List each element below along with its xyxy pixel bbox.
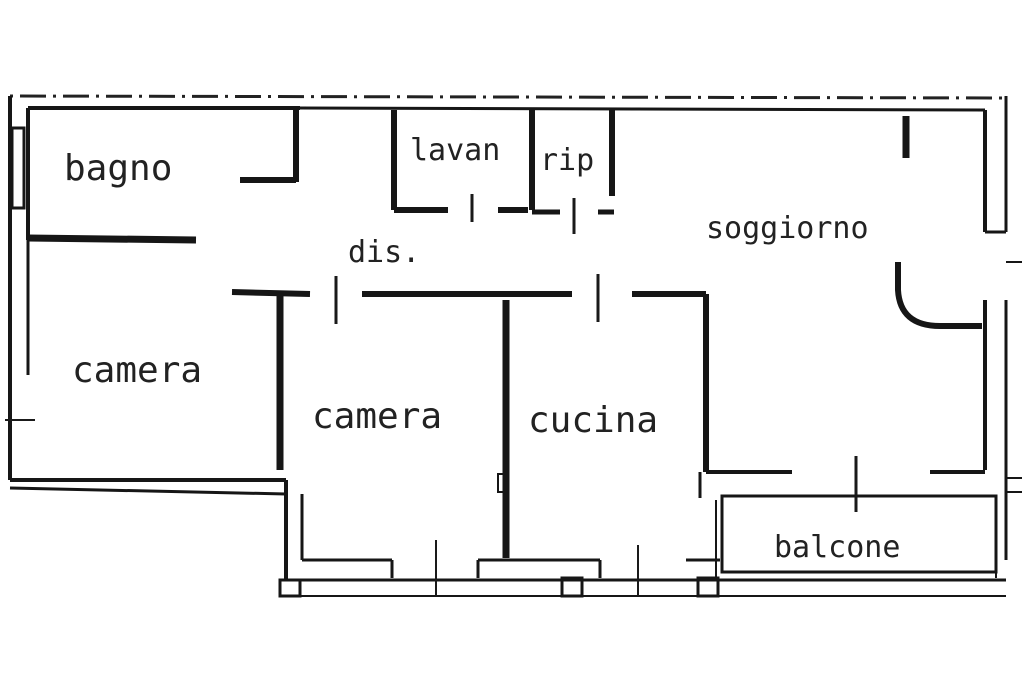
label-disimpegno: dis. xyxy=(348,235,420,270)
outer-walls xyxy=(5,96,1022,598)
interior-walls xyxy=(27,110,985,558)
boundary-dashed-line xyxy=(9,94,1009,100)
label-ripostiglio: rip xyxy=(540,143,594,178)
balcony-outline xyxy=(715,494,998,578)
label-lavanderia: lavan xyxy=(410,133,500,168)
label-cucina: cucina xyxy=(528,400,658,441)
label-camera-center: camera xyxy=(312,396,442,437)
label-bagno: bagno xyxy=(64,148,172,189)
label-soggiorno: soggiorno xyxy=(706,211,869,246)
label-camera-left: camera xyxy=(72,350,202,391)
label-balcone: balcone xyxy=(774,530,900,565)
room-labels: bagno lavan rip dis. soggiorno camera ca… xyxy=(64,133,900,565)
